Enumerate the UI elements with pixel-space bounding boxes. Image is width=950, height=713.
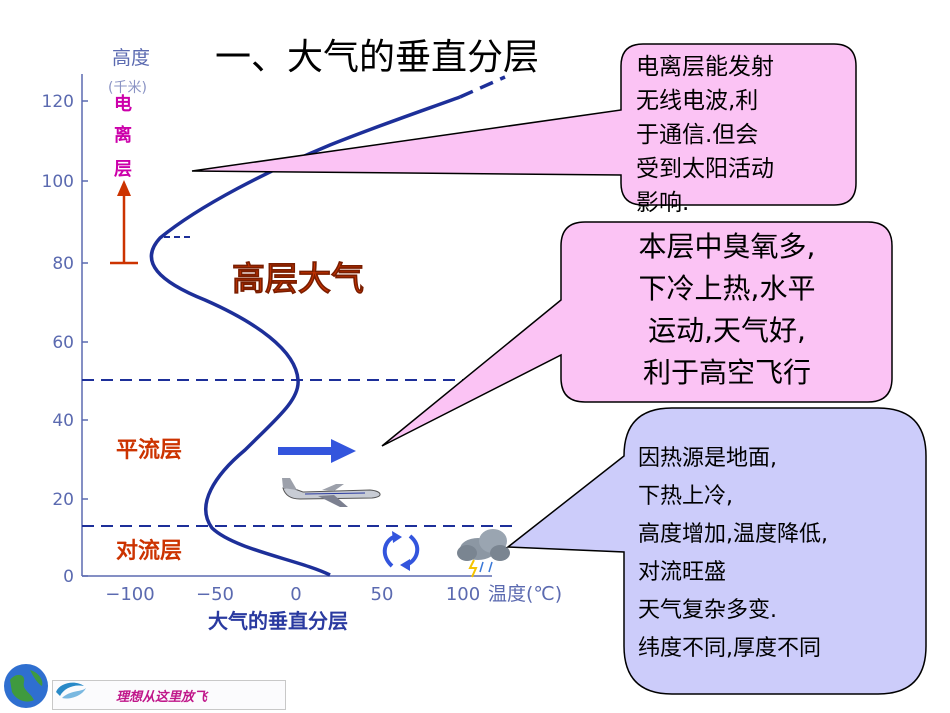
horizontal-motion-arrow <box>278 439 356 463</box>
swoosh-icon <box>56 682 84 696</box>
x-tick-label: 100 <box>446 584 480 605</box>
airplane-icon <box>282 478 381 507</box>
ionosphere-label-char: 电 <box>114 93 132 115</box>
ionosphere-note-line: 于通信.但会 <box>636 122 759 148</box>
temperature-curve-extension <box>459 75 506 99</box>
troposphere-note-line: 纬度不同,厚度不同 <box>638 636 821 661</box>
temperature-curve <box>149 95 461 577</box>
ionosphere-note: 电离层能发射 无线电波,利 于通信.但会 受到太阳活动 影响. <box>636 50 774 220</box>
troposphere-note-line: 因热源是地面, <box>638 446 777 471</box>
y-tick-label: 0 <box>63 567 74 587</box>
footer-bar <box>52 680 286 710</box>
storm-cloud-icon <box>457 529 510 578</box>
troposphere-note-line: 下热上冷, <box>638 484 733 509</box>
ionosphere-range-arrow <box>110 180 138 265</box>
troposphere-note-line: 高度增加,温度降低, <box>638 522 828 547</box>
upper-note-line: 利于高空飞行 <box>642 356 811 389</box>
troposphere-callout <box>505 407 927 695</box>
footer-decoration <box>4 664 86 708</box>
x-tick-label: 50 <box>371 584 394 605</box>
upper-note-line: 下冷上热,水平 <box>638 272 816 305</box>
ionosphere-label-char: 离 <box>114 124 132 146</box>
ionosphere-note-line: 受到太阳活动 <box>636 156 774 182</box>
troposphere-note-line: 对流旺盛 <box>638 560 727 585</box>
y-tick-label: 20 <box>52 490 74 510</box>
upper-atmosphere-label: 高层大气 <box>232 259 364 298</box>
x-tick-label: −100 <box>105 584 154 605</box>
troposphere-label: 对流层 <box>116 538 182 564</box>
troposphere-note-line: 天气复杂多变. <box>638 598 777 623</box>
y-tick-label: 120 <box>42 92 74 112</box>
diagram-caption: 大气的垂直分层 <box>208 609 348 633</box>
ionosphere-note-line: 无线电波,利 <box>636 88 759 114</box>
upper-atmosphere-callout <box>381 221 893 447</box>
y-tick-label: 100 <box>42 172 74 192</box>
y-axis-unit: (千米) <box>108 80 147 96</box>
x-tick-label: −50 <box>196 584 234 605</box>
upper-atmosphere-note: 本层中臭氧多, 下冷上热,水平 运动,天气好, 利于高空飞行 <box>604 226 850 394</box>
x-tick-label: 0 <box>290 584 301 605</box>
ionosphere-note-line: 影响. <box>636 190 690 216</box>
convection-arrows-icon <box>382 531 420 571</box>
footer-slogan: 理想从这里放飞 <box>116 690 208 705</box>
ionosphere-label-char: 层 <box>114 159 132 180</box>
ionosphere-callout <box>191 43 857 206</box>
stratosphere-label: 平流层 <box>116 437 182 463</box>
upper-note-line: 本层中臭氧多, <box>638 230 816 263</box>
page-title: 一、大气的垂直分层 <box>215 37 540 78</box>
y-tick-label: 80 <box>52 254 74 274</box>
upper-note-line: 运动,天气好, <box>648 314 806 347</box>
y-tick-label: 60 <box>52 333 74 353</box>
x-axis-label: 温度(℃) <box>488 583 562 605</box>
y-axis-label: 高度 <box>112 47 150 69</box>
y-tick-label: 40 <box>52 411 74 431</box>
troposphere-note: 因热源是地面, 下热上冷, 高度增加,温度降低, 对流旺盛 天气复杂多变. 纬度… <box>638 440 828 668</box>
ionosphere-note-line: 电离层能发射 <box>636 54 774 80</box>
y-tick-marks <box>82 100 88 577</box>
